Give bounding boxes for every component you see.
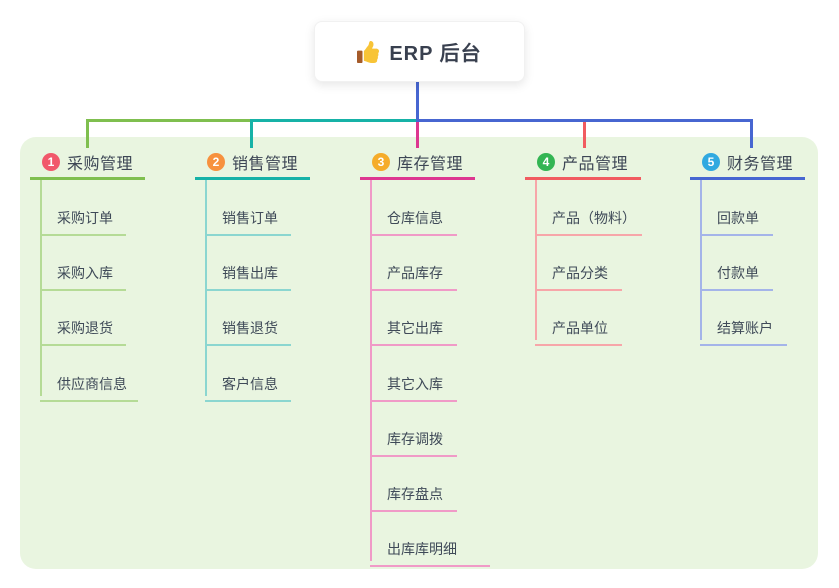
child-node-settlement-account[interactable]: 结算账户 [700,307,787,346]
connector-root-vertical [416,81,419,122]
child-node-sales-outbound[interactable]: 销售出库 [205,252,291,291]
badge-4: 4 [537,153,555,171]
branch-label-purchase: 采购管理 [67,156,134,173]
child-node-product-stock[interactable]: 产品库存 [370,252,457,291]
child-node-sales-return[interactable]: 销售退货 [205,307,291,346]
branch-rail-sales [205,180,207,396]
child-node-product-material[interactable]: 产品（物料） [535,197,642,236]
connector-horizontal-green [86,119,252,122]
child-node-warehouse-info[interactable]: 仓库信息 [370,197,457,236]
connector-drop-product [583,119,586,148]
connector-horizontal-teal [250,119,418,122]
branch-node-sales[interactable]: 2 销售管理 [195,147,310,180]
child-node-sales-order[interactable]: 销售订单 [205,197,291,236]
badge-2: 2 [207,153,225,171]
child-node-stock-transfer[interactable]: 库存调拨 [370,418,457,457]
connector-drop-sales [250,119,253,148]
branch-node-product[interactable]: 4 产品管理 [525,147,641,180]
badge-1: 1 [42,153,60,171]
child-node-supplier-info[interactable]: 供应商信息 [40,363,138,402]
branch-rail-finance [700,180,702,340]
root-node[interactable]: ERP 后台 [314,21,525,82]
child-node-product-category[interactable]: 产品分类 [535,252,622,291]
branch-label-sales: 销售管理 [232,156,299,173]
child-node-other-inbound[interactable]: 其它入库 [370,363,457,402]
thumbs-up-icon [357,40,380,63]
branch-rail-product [535,180,537,340]
badge-5: 5 [702,153,720,171]
connector-horizontal-blue [416,119,753,122]
child-node-receipt-doc[interactable]: 回款单 [700,197,773,236]
branch-rail-inventory [370,180,372,561]
branch-rail-purchase [40,180,42,396]
child-node-outbound-detail[interactable]: 出库库明细 [370,528,490,567]
badge-3: 3 [372,153,390,171]
child-node-other-outbound[interactable]: 其它出库 [370,307,457,346]
child-node-purchase-return[interactable]: 采购退货 [40,307,126,346]
connector-drop-purchase [86,119,89,148]
child-node-payment-doc[interactable]: 付款单 [700,252,773,291]
branch-label-product: 产品管理 [562,156,629,173]
child-node-customer-info[interactable]: 客户信息 [205,363,291,402]
branch-label-inventory: 库存管理 [397,156,464,173]
child-node-purchase-inbound[interactable]: 采购入库 [40,252,126,291]
branch-node-finance[interactable]: 5 财务管理 [690,147,805,180]
branch-node-inventory[interactable]: 3 库存管理 [360,147,475,180]
branch-label-finance: 财务管理 [727,156,794,173]
branch-node-purchase[interactable]: 1 采购管理 [30,147,145,180]
connector-drop-inventory [416,119,419,148]
branches-panel [20,137,818,569]
child-node-purchase-order[interactable]: 采购订单 [40,197,126,236]
root-node-label: ERP 后台 [389,43,482,65]
connector-drop-finance [750,119,753,148]
child-node-product-unit[interactable]: 产品单位 [535,307,622,346]
child-node-stock-check[interactable]: 库存盘点 [370,473,457,512]
